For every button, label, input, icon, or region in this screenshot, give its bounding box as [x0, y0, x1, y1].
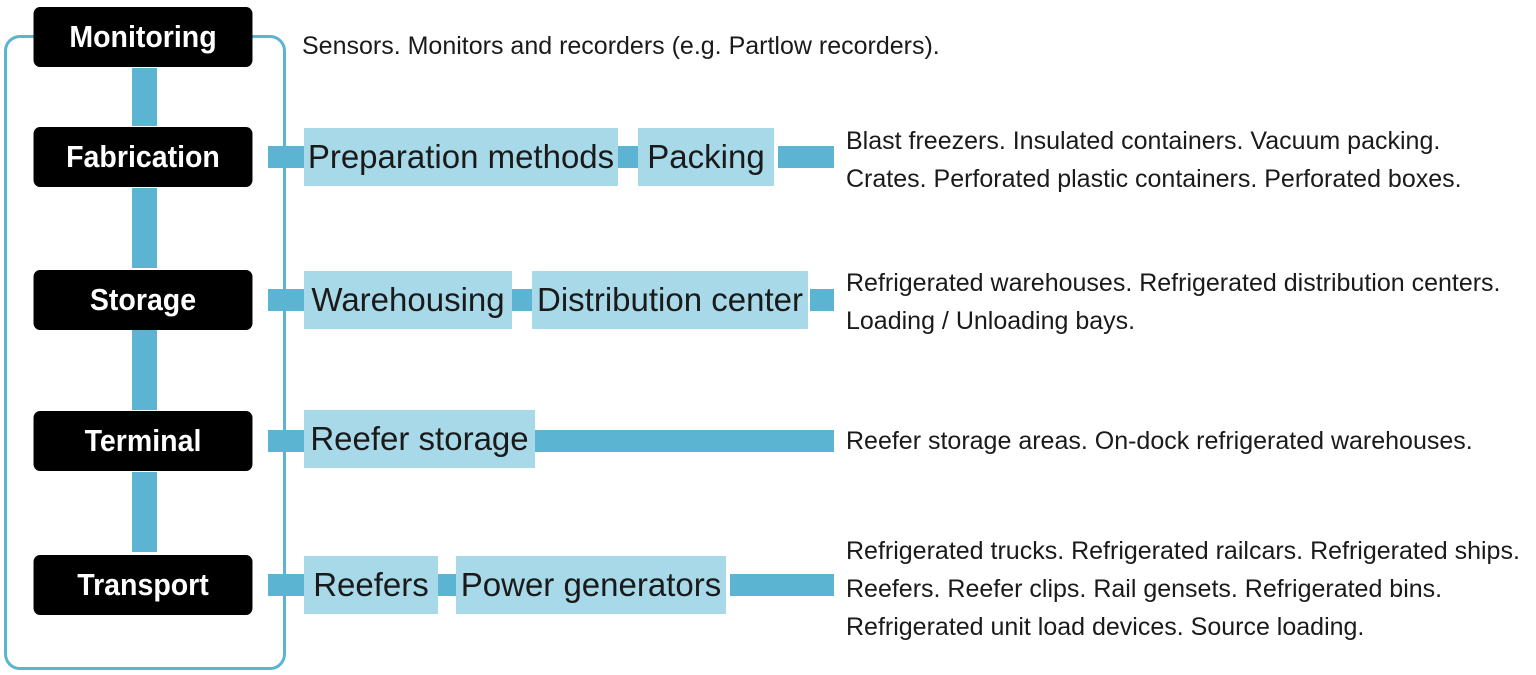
- storage-connector-right: [810, 289, 834, 311]
- stage-label: Fabrication: [66, 139, 220, 174]
- vertical-connector-1: [132, 68, 157, 126]
- terminal-description: Reefer storage areas. On-dock refrigerat…: [846, 422, 1473, 460]
- description-line: Blast freezers. Insulated containers. Va…: [846, 127, 1441, 155]
- vertical-connector-4: [132, 472, 157, 552]
- stage-label: Terminal: [84, 423, 202, 458]
- stage-storage: Storage: [33, 270, 253, 330]
- stage-transport: Transport: [33, 555, 253, 615]
- transport-connector-left: [268, 574, 304, 596]
- storage-description: Refrigerated warehouses. Refrigerated di…: [846, 264, 1501, 340]
- vertical-connector-3: [132, 330, 157, 410]
- storage-box-warehousing: Warehousing: [304, 271, 512, 329]
- box-label: Distribution center: [537, 281, 803, 318]
- box-label: Reefers: [313, 566, 429, 603]
- vertical-connector-2: [132, 188, 157, 268]
- transport-box-reefers: Reefers: [304, 556, 438, 614]
- fabrication-connector-left: [268, 146, 304, 168]
- transport-connector-right: [730, 574, 834, 596]
- terminal-connector-right: [535, 430, 834, 452]
- storage-connector-mid: [512, 289, 532, 311]
- box-label: Packing: [647, 138, 765, 175]
- stage-monitoring: Monitoring: [33, 7, 253, 67]
- storage-box-distribution: Distribution center: [532, 271, 808, 329]
- description-line: Reefer storage areas. On-dock refrigerat…: [846, 427, 1473, 455]
- fabrication-connector-mid: [618, 146, 638, 168]
- stage-label: Transport: [77, 567, 209, 602]
- stage-label: Monitoring: [69, 19, 217, 54]
- description-line: Reefers. Reefer clips. Rail gensets. Ref…: [846, 575, 1443, 603]
- box-label: Reefer storage: [310, 420, 529, 457]
- transport-description: Refrigerated trucks. Refrigerated railca…: [846, 532, 1520, 646]
- stage-terminal: Terminal: [33, 411, 253, 471]
- box-label: Power generators: [460, 566, 722, 603]
- transport-box-power-generators: Power generators: [456, 556, 726, 614]
- monitoring-description: Sensors. Monitors and recorders (e.g. Pa…: [302, 32, 940, 60]
- storage-connector-left: [268, 289, 304, 311]
- transport-connector-mid: [438, 574, 456, 596]
- box-label: Preparation methods: [307, 138, 615, 175]
- stage-fabrication: Fabrication: [33, 127, 253, 187]
- terminal-box-reefer-storage: Reefer storage: [304, 410, 535, 468]
- description-line: Loading / Unloading bays.: [846, 307, 1136, 335]
- description-line: Refrigerated warehouses. Refrigerated di…: [846, 269, 1501, 297]
- description-line: Crates. Perforated plastic containers. P…: [846, 165, 1462, 193]
- terminal-connector-left: [268, 430, 304, 452]
- fabrication-connector-right: [778, 146, 834, 168]
- fabrication-box-packing: Packing: [638, 128, 774, 186]
- fabrication-box-preparation: Preparation methods: [304, 128, 618, 186]
- box-label: Warehousing: [311, 281, 505, 318]
- fabrication-description: Blast freezers. Insulated containers. Va…: [846, 122, 1462, 198]
- description-line: Refrigerated trucks. Refrigerated railca…: [846, 537, 1520, 565]
- description-line: Refrigerated unit load devices. Source l…: [846, 613, 1365, 641]
- stage-label: Storage: [89, 282, 197, 317]
